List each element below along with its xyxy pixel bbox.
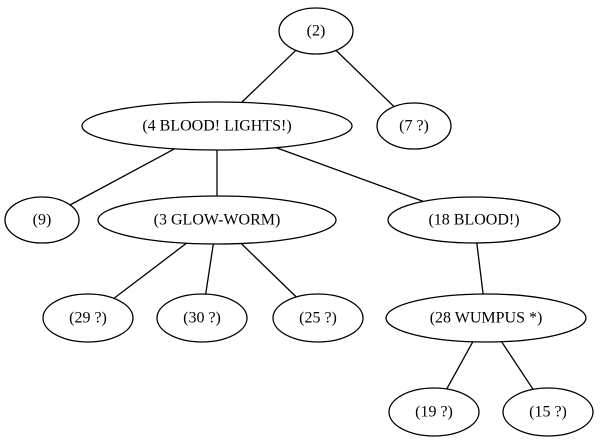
edge-n2-n4 bbox=[241, 49, 297, 103]
tree-node-n15: (15 ?) bbox=[502, 387, 594, 437]
node-label: (2) bbox=[307, 23, 326, 40]
edge-n4-n9 bbox=[69, 148, 175, 206]
tree-node-n25: (25 ?) bbox=[272, 293, 364, 343]
nodes-layer: (2) (4 BLOOD! LIGHTS!) (7 ?) (9) (3 GLOW-WOR… bbox=[4, 7, 594, 437]
edge-n3-n29 bbox=[113, 242, 187, 299]
node-ellipse bbox=[388, 387, 480, 437]
node-label: (28 WUMPUS *) bbox=[430, 310, 543, 327]
tree-node-n7: (7 ?) bbox=[376, 102, 452, 150]
node-label: (30 ?) bbox=[183, 310, 221, 327]
edge-n28-n15 bbox=[501, 341, 534, 390]
tree-node-n29: (29 ?) bbox=[42, 293, 134, 343]
edge-n28-n19 bbox=[446, 341, 474, 390]
tree-node-n18: (18 BLOOD!) bbox=[387, 196, 561, 244]
tree-node-n30: (30 ?) bbox=[156, 293, 248, 343]
edge-n2-n7 bbox=[335, 49, 395, 108]
node-ellipse bbox=[97, 195, 337, 245]
node-ellipse bbox=[42, 293, 134, 343]
node-ellipse bbox=[376, 102, 452, 150]
node-label: (3 GLOW-WORM) bbox=[154, 212, 281, 229]
node-ellipse bbox=[272, 293, 364, 343]
node-ellipse bbox=[156, 293, 248, 343]
tree-node-n3: (3 GLOW-WORM) bbox=[97, 195, 337, 245]
edge-n4-n18 bbox=[275, 146, 424, 203]
node-label: (19 ?) bbox=[415, 404, 453, 421]
node-label: (29 ?) bbox=[69, 310, 107, 327]
edge-n3-n30 bbox=[205, 243, 214, 295]
edge-n3-n25 bbox=[240, 243, 297, 298]
tree-node-n9: (9) bbox=[4, 196, 80, 244]
node-ellipse bbox=[81, 101, 353, 151]
tree-node-n4: (4 BLOOD! LIGHTS!) bbox=[81, 101, 353, 151]
node-label: (15 ?) bbox=[529, 404, 567, 421]
edge-n18-n28 bbox=[476, 242, 484, 295]
node-ellipse bbox=[278, 7, 354, 55]
node-ellipse bbox=[385, 293, 587, 343]
tree-node-n2: (2) bbox=[278, 7, 354, 55]
node-label: (7 ?) bbox=[399, 118, 429, 135]
node-label: (9) bbox=[33, 212, 52, 229]
tree-node-n28: (28 WUMPUS *) bbox=[385, 293, 587, 343]
edges-layer bbox=[69, 49, 534, 390]
node-ellipse bbox=[4, 196, 80, 244]
node-ellipse bbox=[387, 196, 561, 244]
node-ellipse bbox=[502, 387, 594, 437]
node-label: (4 BLOOD! LIGHTS!) bbox=[142, 118, 291, 135]
node-label: (25 ?) bbox=[299, 310, 337, 327]
tree-node-n19: (19 ?) bbox=[388, 387, 480, 437]
node-label: (18 BLOOD!) bbox=[428, 212, 519, 229]
